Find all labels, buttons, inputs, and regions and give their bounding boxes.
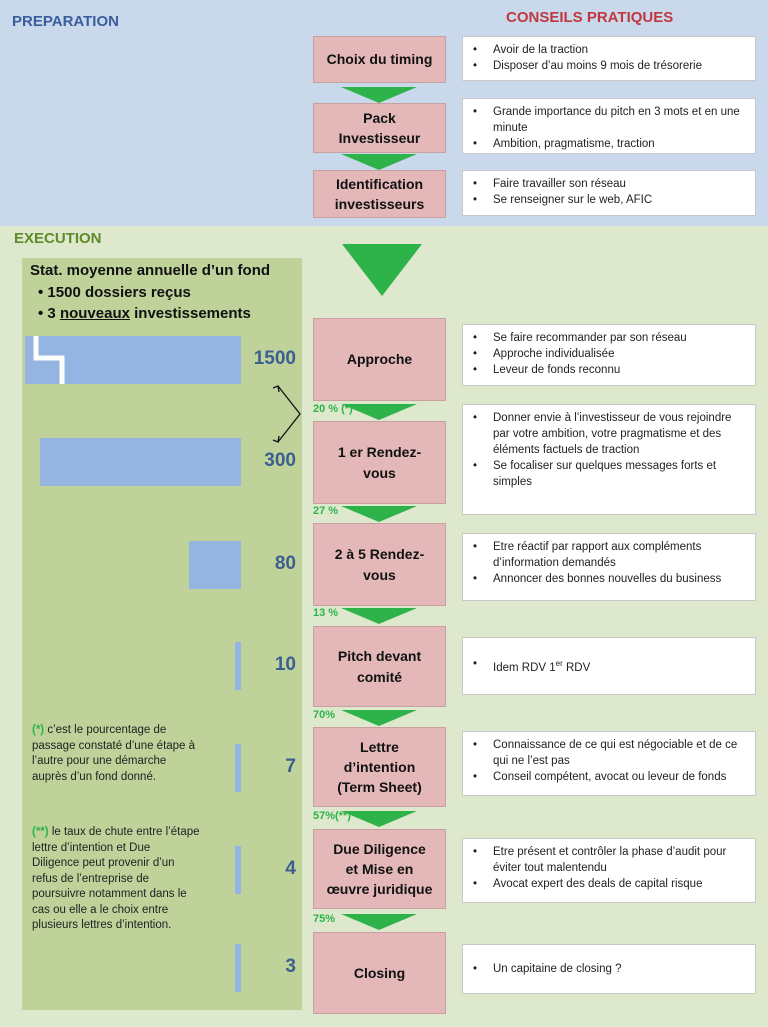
tip-box-pack: Grande importance du pitch en 3 mots et … — [462, 98, 756, 154]
rate-6: 75% — [313, 913, 336, 925]
step-pitch-comite: Pitch devant comité — [313, 626, 446, 707]
rate-2: 27 % — [313, 505, 339, 517]
funnel-bar — [235, 944, 241, 992]
tip-item: Donner envie à l’investisseur de vous re… — [473, 410, 747, 458]
tip-box-timing: Avoir de la tractionDisposer d’au moins … — [462, 36, 756, 81]
tip-item: Conseil compétent, avocat ou leveur de f… — [473, 769, 747, 785]
tip-box-lettre: Connaissance de ce qui est négociable et… — [462, 731, 756, 796]
stats-item-underlined: nouveaux — [59, 305, 130, 322]
tip-item: Etre présent et contrôler la phase d’aud… — [473, 844, 747, 876]
tip-box-rendez-vous-1: Donner envie à l’investisseur de vous re… — [462, 404, 756, 515]
arrow-exec-5 — [341, 811, 417, 827]
tip-item: Se renseigner sur le web, AFIC — [473, 192, 747, 208]
arrow-prep-2 — [341, 154, 417, 170]
funnel-count: 4 — [285, 858, 296, 879]
axis-break-icon — [33, 336, 65, 384]
stats-item-received-text: 1500 dossiers reçus — [47, 284, 191, 301]
tip-box-rendez-vous-2-5: Etre réactif par rapport aux compléments… — [462, 533, 756, 601]
funnel-bar — [189, 541, 241, 589]
step-approche: Approche — [313, 318, 446, 401]
tip-item: Idem RDV 1er RDV — [473, 656, 747, 676]
funnel-count: 7 — [285, 756, 296, 777]
funnel-count: 80 — [274, 553, 296, 574]
stats-item-prefix: 3 — [47, 305, 60, 322]
big-down-arrow — [342, 244, 422, 296]
funnel-bar — [235, 744, 241, 792]
step-identification: Identification investisseurs — [313, 170, 446, 218]
tip-item: Grande importance du pitch en 3 mots et … — [473, 104, 747, 136]
stats-heading: Stat. moyenne annuelle d’un fond — [30, 262, 271, 279]
footnote-2: (**) le taux de chute entre l’étape lett… — [32, 825, 200, 934]
funnel-bar — [235, 642, 241, 690]
footnote-1-text: c’est le pourcentage de passage constaté… — [32, 724, 196, 783]
stats-item-received: • 1500 dossiers reçus — [38, 284, 191, 301]
tip-item: Ambition, pragmatisme, traction — [473, 136, 747, 152]
rate-1: 20 % (*) — [313, 403, 353, 415]
funnel-count: 3 — [285, 956, 296, 977]
funnel-count: 1500 — [253, 348, 296, 369]
arrow-exec-3 — [341, 608, 417, 624]
funnel-count: 10 — [274, 654, 296, 675]
tip-item: Disposer d’au moins 9 mois de trésorerie — [473, 58, 747, 74]
step-closing: Closing — [313, 932, 446, 1014]
tip-item: Etre réactif par rapport aux compléments… — [473, 539, 747, 571]
preparation-title: PREPARATION — [12, 13, 119, 30]
tip-box-approche: Se faire recommander par son réseauAppro… — [462, 324, 756, 386]
arrow-prep-1 — [341, 87, 417, 103]
stats-item-investments: • 3 nouveaux investissements — [38, 305, 251, 322]
tip-item: Avoir de la traction — [473, 42, 747, 58]
tip-item: Se focaliser sur quelques messages forts… — [473, 458, 747, 490]
tip-item: Leveur de fonds reconnu — [473, 362, 747, 378]
funnel-count: 300 — [264, 450, 296, 471]
stats-item-suffix: investissements — [129, 305, 251, 322]
tip-box-pitch: Idem RDV 1er RDV — [462, 637, 756, 695]
arrow-exec-1 — [341, 404, 417, 420]
rate-5: 57%(**) — [313, 810, 351, 822]
step-rendez-vous-2-5: 2 à 5 Rendez- vous — [313, 523, 446, 606]
step-lettre-intention: Lettre d’intention (Term Sheet) — [313, 727, 446, 807]
step-pack-investisseur: Pack Investisseur — [313, 103, 446, 153]
conseils-title: CONSEILS PRATIQUES — [506, 9, 674, 26]
footnote-1: (*) c’est le pourcentage de passage cons… — [32, 723, 197, 785]
footnote-2-text: le taux de chute entre l’étape lettre d’… — [32, 826, 200, 931]
tip-item: Se faire recommander par son réseau — [473, 330, 747, 346]
arrow-exec-2 — [341, 506, 417, 522]
step-due-diligence: Due Diligence et Mise en œuvre juridique — [313, 829, 446, 909]
tip-box-identification: Faire travailler son réseauSe renseigner… — [462, 170, 756, 216]
step-choix-timing: Choix du timing — [313, 36, 446, 83]
arrow-exec-4 — [341, 710, 417, 726]
rate-3: 13 % — [313, 607, 339, 619]
tip-item: Approche individualisée — [473, 346, 747, 362]
rate-4: 70% — [313, 709, 336, 721]
arrow-exec-6 — [341, 914, 417, 930]
funnel-bar — [40, 438, 241, 486]
tip-item: Annoncer des bonnes nouvelles du busines… — [473, 571, 747, 587]
execution-title: EXECUTION — [14, 230, 102, 247]
tip-box-closing: Un capitaine de closing ? — [462, 944, 756, 994]
step-rendez-vous-1: 1 er Rendez- vous — [313, 421, 446, 504]
footnote-2-marker: (**) — [32, 826, 49, 838]
funnel-bar — [235, 846, 241, 894]
tip-item: Faire travailler son réseau — [473, 176, 747, 192]
tip-item: Un capitaine de closing ? — [473, 961, 747, 977]
double-arrow-icon — [272, 385, 301, 443]
footnote-1-marker: (*) — [32, 724, 45, 736]
tip-item: Avocat expert des deals de capital risqu… — [473, 876, 747, 892]
tip-box-due-diligence: Etre présent et contrôler la phase d’aud… — [462, 838, 756, 903]
tip-item: Connaissance de ce qui est négociable et… — [473, 737, 747, 769]
